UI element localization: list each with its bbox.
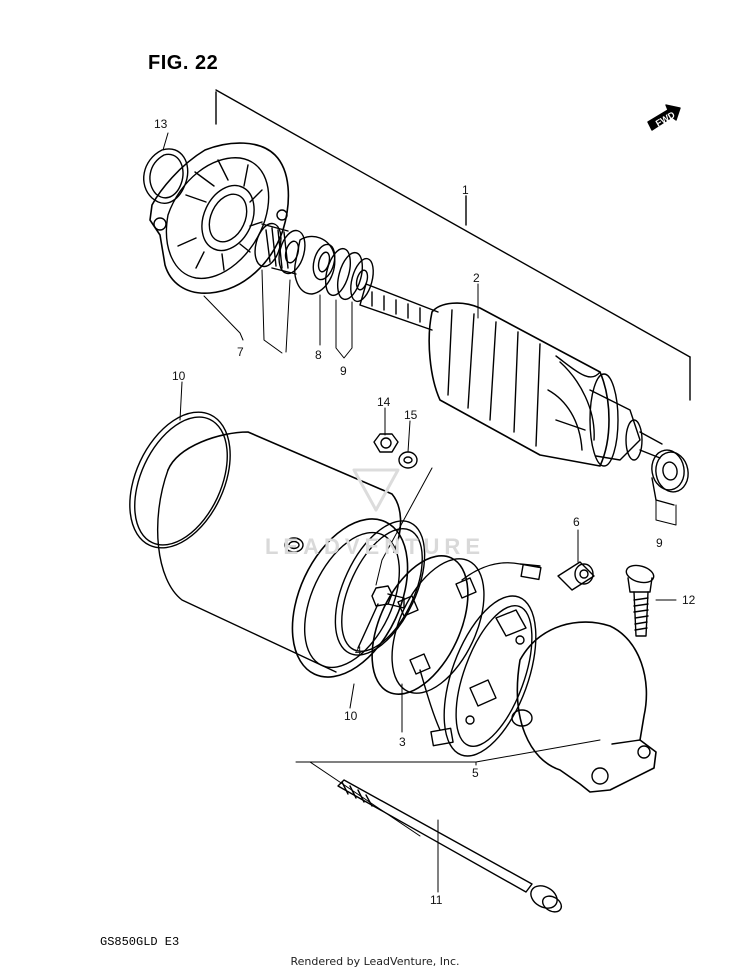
long-bolt-11 bbox=[337, 779, 563, 913]
callout-8: 8 bbox=[315, 348, 322, 362]
callout-9-upper: 9 bbox=[340, 364, 347, 378]
callout-11: 11 bbox=[430, 893, 443, 907]
callout-2: 2 bbox=[473, 271, 480, 285]
watermark-text: LEADVENTURE bbox=[264, 534, 485, 559]
callout-7: 7 bbox=[237, 345, 244, 359]
washer-15 bbox=[398, 451, 418, 469]
armature-2 bbox=[359, 283, 663, 467]
end-cover bbox=[149, 142, 290, 294]
yoke-housing bbox=[156, 431, 409, 678]
callout-15: 15 bbox=[404, 408, 418, 422]
callout-10-lower: 10 bbox=[344, 709, 358, 723]
o-ring-10-upper bbox=[129, 411, 231, 549]
callout-9-lower: 9 bbox=[656, 536, 663, 550]
figure-title: FIG. 22 bbox=[148, 52, 219, 74]
brush-6 bbox=[557, 561, 595, 591]
callout-5: 5 bbox=[472, 766, 479, 780]
leader-lines bbox=[162, 132, 677, 893]
callout-3: 3 bbox=[399, 735, 406, 749]
callout-6: 6 bbox=[573, 515, 580, 529]
watermark-logo bbox=[352, 468, 400, 512]
o-ring-13 bbox=[143, 148, 189, 204]
o-ring-10-lower bbox=[334, 520, 426, 656]
bush-8 bbox=[294, 235, 336, 295]
callout-12: 12 bbox=[682, 593, 696, 607]
brush-holder-3 bbox=[371, 555, 542, 747]
model-code: GS850GLD E3 bbox=[100, 935, 180, 949]
screw-12 bbox=[625, 564, 655, 637]
brush-plate-5 bbox=[443, 595, 537, 757]
bearing-7 bbox=[254, 222, 306, 275]
callout-14: 14 bbox=[377, 395, 391, 409]
washer-9-lower bbox=[651, 449, 689, 506]
callout-1: 1 bbox=[462, 183, 469, 197]
washers-9-upper bbox=[324, 247, 374, 303]
nut-14 bbox=[373, 433, 399, 453]
footer-credit: Rendered by LeadVenture, Inc. bbox=[290, 955, 460, 968]
end-cap-5 bbox=[511, 621, 657, 793]
callout-13: 13 bbox=[154, 117, 168, 131]
assembly-bracket bbox=[215, 89, 691, 401]
callout-4: 4 bbox=[355, 644, 362, 658]
fwd-arrow-icon bbox=[647, 104, 681, 131]
callout-10-upper: 10 bbox=[172, 369, 186, 383]
